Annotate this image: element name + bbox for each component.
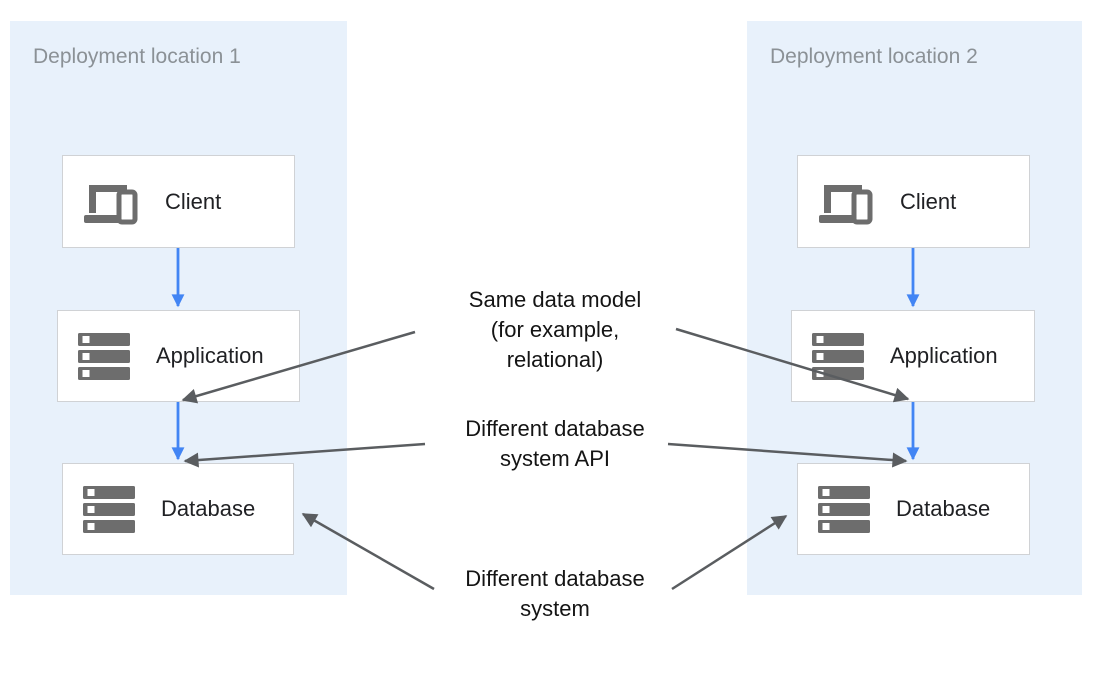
callout-arrow-same-data-model-left xyxy=(181,330,416,404)
server-stack-icon xyxy=(83,485,135,533)
callout-arrow-database-api-right xyxy=(667,442,908,468)
callout-arrow-database-system-left xyxy=(301,512,435,591)
annotation-different-database-system: Different database system xyxy=(465,566,645,621)
annotation-different-database-system-api: Different database system API xyxy=(465,416,645,471)
callout-arrow-same-data-model-right xyxy=(675,327,910,403)
node-label: Database xyxy=(896,496,991,521)
node-client-2: Client xyxy=(797,155,1030,248)
node-application-2: Application xyxy=(791,310,1035,402)
node-label: Application xyxy=(156,343,264,368)
node-label: Database xyxy=(161,496,256,521)
annotation-same-data-model: Same data model (for example, relational… xyxy=(468,287,642,372)
node-database-1: Database xyxy=(62,463,294,555)
node-label: Client xyxy=(165,188,222,214)
panel-title: Deployment location 2 xyxy=(770,45,978,68)
devices-icon xyxy=(819,184,873,224)
callout-arrow-database-system-right xyxy=(671,514,788,591)
node-application-1: Application xyxy=(57,310,300,402)
panel-title: Deployment location 1 xyxy=(33,45,241,68)
node-label: Application xyxy=(890,343,998,368)
node-client-1: Client xyxy=(62,155,295,248)
callout-arrow-database-api-left xyxy=(183,442,426,468)
server-stack-icon xyxy=(78,332,130,380)
devices-icon xyxy=(84,184,138,224)
node-label: Client xyxy=(900,188,957,214)
server-stack-icon xyxy=(818,485,870,533)
node-database-2: Database xyxy=(797,463,1030,555)
